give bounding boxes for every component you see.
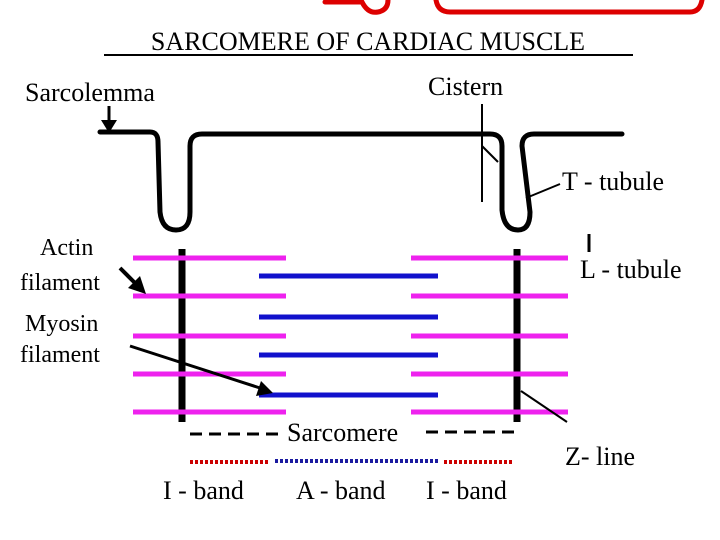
top-decoration-right [433, 0, 705, 15]
myosin-label-line1: Myosin [25, 311, 98, 337]
sarcolemma-label: Sarcolemma [25, 78, 155, 107]
actin-arrow [118, 266, 138, 286]
actin-arrowhead [128, 276, 146, 294]
t-tubule-pointer [525, 183, 561, 199]
z-line-pointer [520, 390, 568, 423]
a-band-label: A - band [296, 476, 386, 505]
actin-label-line2: filament [20, 270, 100, 296]
cistern-label: Cistern [428, 72, 503, 101]
z-line-label: Z- line [565, 442, 635, 471]
t-tubule-label: T - tubule [562, 167, 664, 196]
top-decoration-left [322, 0, 391, 15]
actin-label-line1: Actin [40, 235, 93, 261]
top-decoration [322, 0, 705, 15]
myosin-label-line2: filament [20, 342, 100, 368]
diagram-title: SARCOMERE OF CARDIAC MUSCLE [151, 27, 585, 56]
sarcolemma-membrane [97, 129, 625, 233]
myosin-arrow [129, 344, 261, 390]
i-band-right-label: I - band [426, 476, 507, 505]
sarcolemma-arrowhead [101, 120, 117, 133]
actin-filaments [133, 255, 568, 415]
sarcomere-label: Sarcomere [287, 418, 398, 447]
myosin-filaments [259, 273, 438, 398]
cistern-pointer [481, 145, 499, 163]
i-band-left-label: I - band [163, 476, 244, 505]
myosin-arrowhead [256, 381, 273, 396]
l-tubule-label: L - tubule [580, 255, 682, 284]
